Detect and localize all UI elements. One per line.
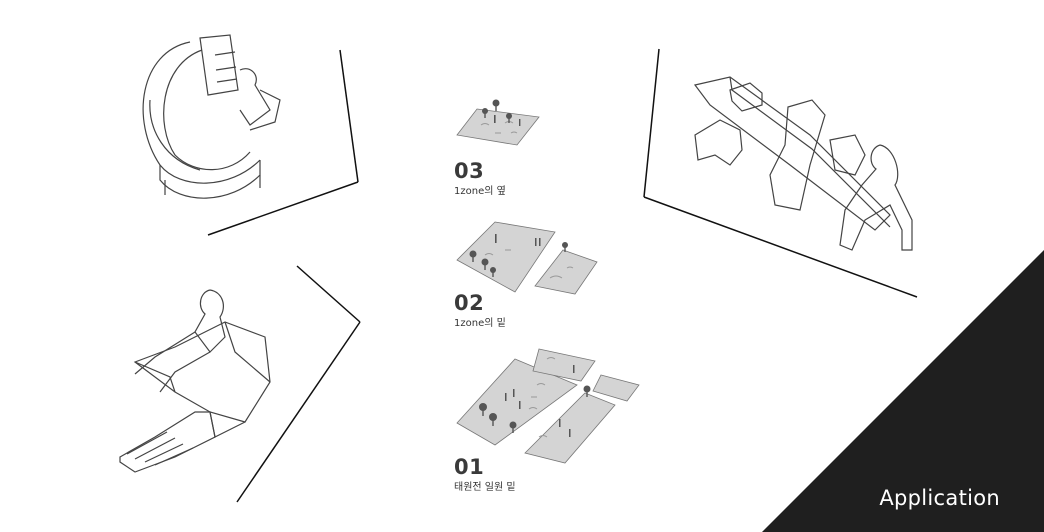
zone-01-plan [456, 348, 640, 464]
zone-number: 02 [454, 291, 485, 315]
zone-caption: 태원전 일원 밑 [454, 482, 516, 493]
curved-bench-sketch [142, 34, 359, 236]
zone-02-plan [456, 221, 598, 295]
corner-triangle [762, 250, 1044, 532]
zone-02-label: 02 1zone의 밑 [454, 292, 506, 331]
block-seating-sketch [643, 48, 918, 298]
zone-number: 03 [454, 159, 485, 183]
zone-01-label: 01 태원전 일원 밑 [454, 456, 516, 495]
zone-number: 01 [454, 455, 485, 479]
zone-03-label: 03 1zone의 옆 [454, 160, 506, 199]
angular-lounge-sketch [119, 265, 361, 503]
zone-03-plan [456, 99, 540, 146]
zone-caption: 1zone의 옆 [454, 186, 506, 197]
section-label: Application [879, 486, 1000, 510]
zone-caption: 1zone의 밑 [454, 318, 506, 329]
